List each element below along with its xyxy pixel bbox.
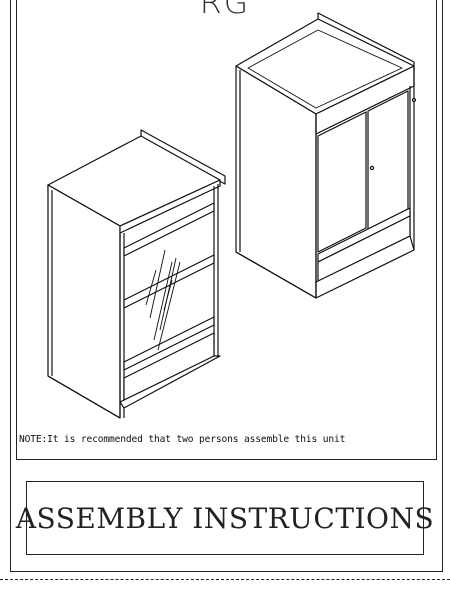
glass-cabinet-drawing	[47, 129, 226, 419]
page-border	[10, 0, 443, 572]
model-code: RG	[199, 0, 251, 21]
title-box: ASSEMBLY INSTRUCTIONS	[16, 481, 434, 555]
dashed-cut-line	[0, 579, 450, 580]
door-cabinet-drawing	[235, 12, 417, 299]
document-title: ASSEMBLY INSTRUCTIONS	[15, 501, 435, 535]
assembly-note: NOTE:It is recommended that two persons …	[19, 434, 346, 445]
drawing-frame	[16, 0, 437, 460]
